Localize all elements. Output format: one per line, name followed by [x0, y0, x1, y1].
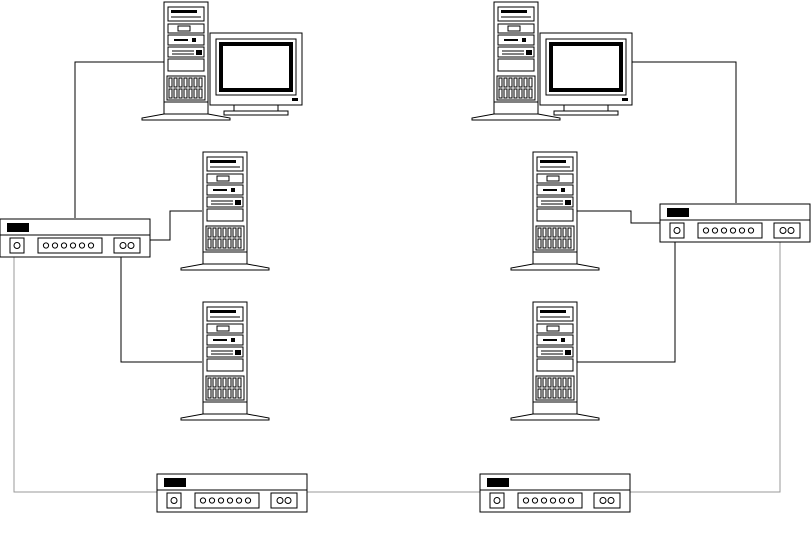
- hub-bottom-left[interactable]: [157, 474, 307, 512]
- cable-hub-left-to-hub-bottom-left: [14, 257, 157, 492]
- cable-hub-left-to-workstation-left: [75, 62, 164, 218]
- monitor: [210, 33, 302, 115]
- cable-hub-left-to-server-left-middle: [150, 211, 202, 240]
- hub-left[interactable]: [0, 219, 150, 257]
- hub-right[interactable]: [660, 204, 810, 242]
- server-left-bottom[interactable]: [181, 302, 269, 420]
- cable-hub-right-to-server-right-middle: [577, 211, 660, 223]
- monitor: [540, 33, 632, 115]
- hub-bottom-right[interactable]: [480, 474, 630, 512]
- cable-hub-bottom-right-to-hub-right: [630, 242, 780, 492]
- server-right-bottom[interactable]: [511, 302, 599, 420]
- workstation-left[interactable]: [142, 2, 302, 120]
- cable-hub-left-to-server-left-bottom: [121, 257, 202, 362]
- cable-hub-right-to-server-right-bottom: [577, 242, 675, 362]
- workstation-right[interactable]: [472, 2, 632, 120]
- cable-hub-right-to-workstation-right: [631, 62, 736, 203]
